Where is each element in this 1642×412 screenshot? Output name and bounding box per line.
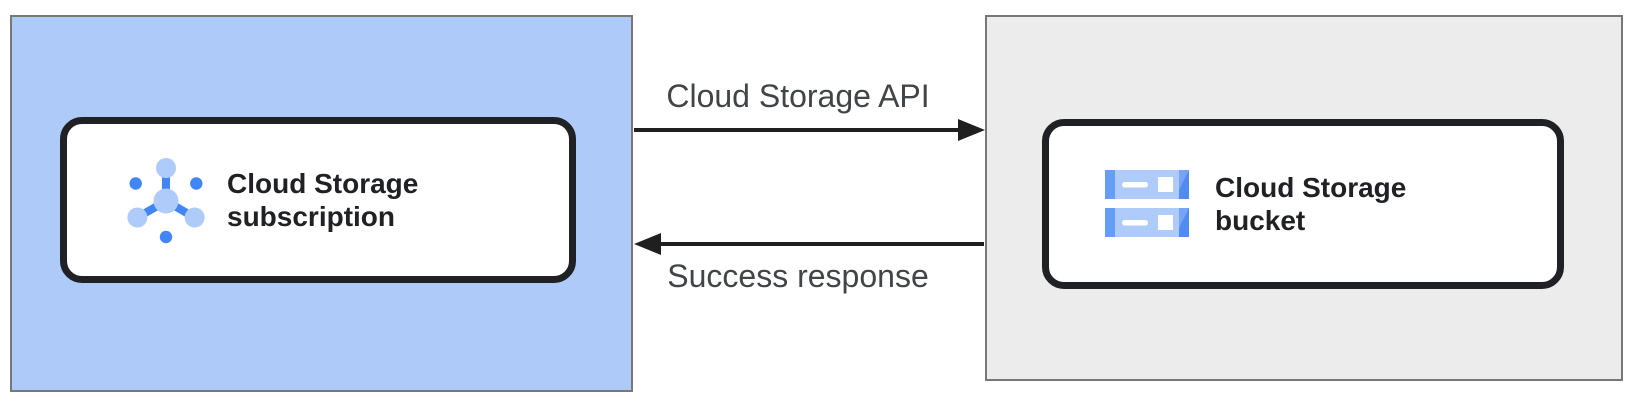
response-arrow xyxy=(634,233,984,255)
card-title-line2: subscription xyxy=(227,201,396,232)
card-title: Cloud Storage bucket xyxy=(1215,171,1406,237)
request-arrow-label: Cloud Storage API xyxy=(666,78,930,114)
card-title-line2: bucket xyxy=(1215,205,1306,236)
cloud-storage-icon xyxy=(1105,170,1189,237)
response-arrow-label: Success response xyxy=(667,258,929,294)
request-arrow xyxy=(634,119,985,141)
card-title-line1: Cloud Storage xyxy=(1215,172,1407,203)
cloud-storage-subscription-card: Cloud Storage subscription xyxy=(60,117,576,283)
storage-zone-panel: Cloud Storage bucket xyxy=(985,15,1623,381)
cloud-storage-bucket-card: Cloud Storage bucket xyxy=(1042,119,1564,289)
subscriber-zone-panel: Cloud Storage subscription xyxy=(10,15,633,392)
card-title-line1: Cloud Storage xyxy=(227,168,419,199)
pubsub-icon xyxy=(127,158,205,244)
card-title: Cloud Storage subscription xyxy=(227,167,418,233)
